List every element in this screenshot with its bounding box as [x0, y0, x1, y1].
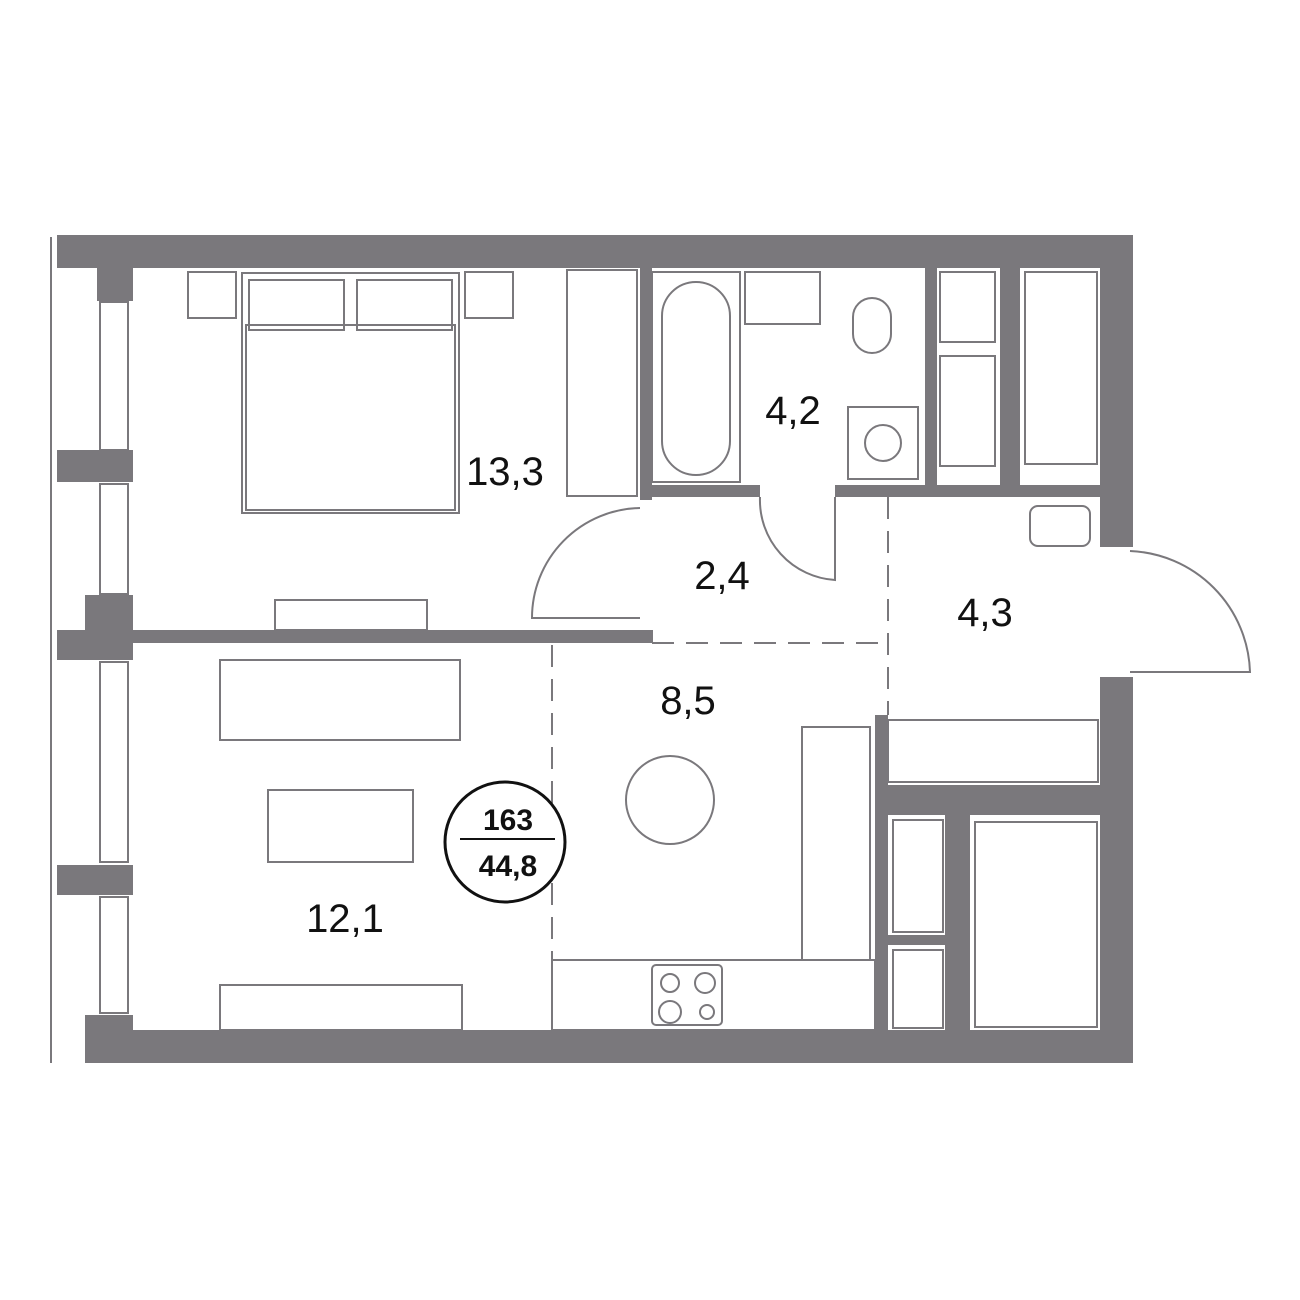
room-area-kitchen: 8,5 [660, 679, 716, 723]
apartment-total-area: 44,8 [479, 850, 537, 883]
room-area-bathroom: 4,2 [765, 389, 821, 433]
windows [99, 301, 129, 1014]
apartment-number: 163 [483, 804, 533, 837]
room-area-corridor: 2,4 [694, 554, 750, 598]
room-labels: 13,3 4,2 2,4 4,3 8,5 12,1 [306, 389, 1013, 941]
walls [50, 235, 1133, 1063]
furniture [187, 269, 1252, 1031]
room-area-hall: 4,3 [957, 591, 1013, 635]
room-area-bedroom: 13,3 [466, 450, 544, 494]
room-area-living: 12,1 [306, 897, 384, 941]
apartment-badge: 163 44,8 [443, 780, 567, 904]
